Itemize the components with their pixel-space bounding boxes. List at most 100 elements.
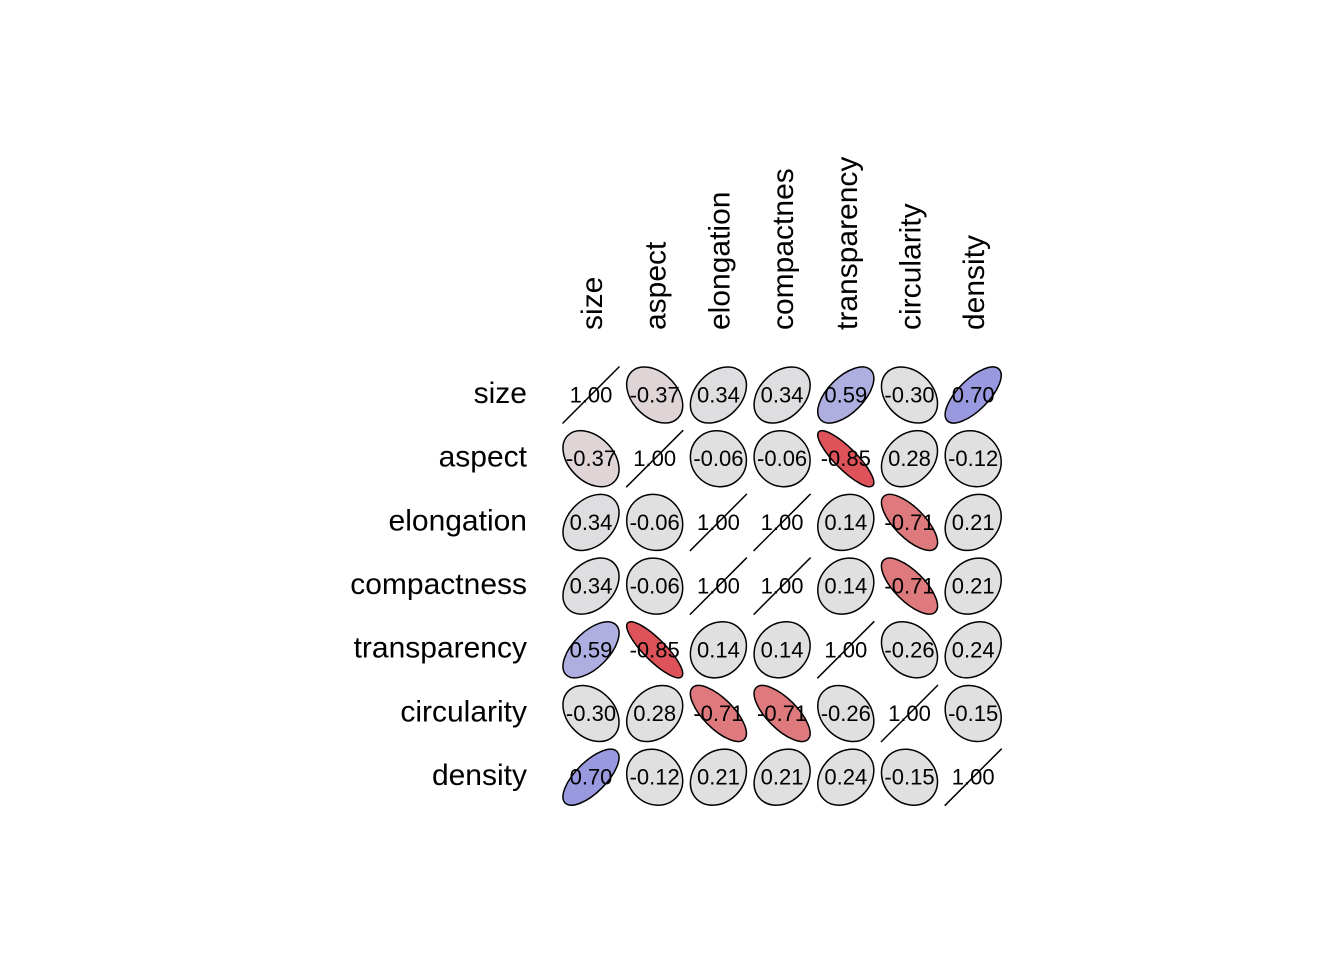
ellipse-mark — [625, 748, 684, 806]
cell-value-label: -0.71 — [693, 701, 743, 726]
ellipse-mark — [944, 557, 1002, 615]
row-label-elongation: elongation — [389, 504, 527, 537]
column-label-density: density — [958, 235, 991, 330]
ellipse-mark — [625, 684, 684, 743]
cell-value-label: 1.00 — [697, 510, 740, 535]
cell-value-label: -0.26 — [821, 701, 871, 726]
cell-value-label: -0.15 — [884, 765, 934, 790]
cell-value-label: 1.00 — [633, 446, 676, 471]
cell-transparency-size: 0.59 — [562, 621, 620, 679]
cell-density-size: 0.70 — [562, 748, 620, 806]
cell-aspect-transparency: -0.85 — [817, 429, 875, 488]
cell-transparency-transparency: 1.00 — [816, 620, 875, 679]
cell-value-label: 0.14 — [824, 510, 867, 535]
cell-value-label: -0.85 — [630, 637, 680, 662]
ellipse-mark — [817, 748, 875, 806]
cell-value-label: -0.85 — [821, 446, 871, 471]
ellipse-mark — [816, 620, 875, 679]
ellipse-mark — [944, 429, 1002, 488]
cell-value-label: 1.00 — [952, 765, 995, 790]
cell-aspect-elongation: -0.06 — [689, 429, 748, 488]
cell-compactness-elongation: 1.00 — [689, 557, 748, 616]
ellipse-mark — [562, 557, 620, 615]
cell-value-label: 1.00 — [761, 510, 804, 535]
ellipse-mark — [753, 684, 811, 743]
cell-aspect-density: -0.12 — [944, 429, 1002, 488]
cell-elongation-aspect: -0.06 — [625, 493, 684, 552]
cell-circularity-compactness: -0.71 — [753, 684, 811, 743]
row-label-density: density — [432, 759, 527, 792]
cell-value-label: 1.00 — [570, 383, 613, 408]
cell-density-circularity: -0.15 — [880, 748, 939, 806]
cell-density-compactness: 0.21 — [753, 748, 811, 806]
row-label-circularity: circularity — [400, 695, 527, 728]
ellipse-mark — [625, 493, 684, 552]
cell-value-label: 0.70 — [570, 765, 613, 790]
cell-elongation-size: 0.34 — [562, 493, 620, 552]
cell-value-label: -0.37 — [566, 446, 616, 471]
ellipse-mark — [753, 493, 812, 552]
cell-value-label: 1.00 — [761, 574, 804, 599]
cell-transparency-density: 0.24 — [944, 621, 1002, 679]
cell-elongation-elongation: 1.00 — [689, 493, 748, 552]
ellipse-mark — [689, 748, 748, 806]
ellipse-mark — [753, 621, 811, 679]
ellipse-mark — [625, 557, 684, 615]
ellipse-mark — [944, 493, 1002, 552]
cell-aspect-size: -0.37 — [562, 429, 620, 488]
cell-density-aspect: -0.12 — [625, 748, 684, 806]
ellipse-mark — [880, 748, 939, 806]
cell-elongation-density: 0.21 — [944, 493, 1002, 552]
ellipse-mark — [689, 366, 748, 424]
cell-circularity-elongation: -0.71 — [689, 684, 748, 743]
cell-value-label: 0.28 — [888, 446, 931, 471]
row-label-compactness: compactness — [350, 568, 527, 601]
column-label-size: size — [576, 277, 609, 330]
cell-value-label: -0.06 — [630, 574, 680, 599]
cell-value-label: 1.00 — [697, 574, 740, 599]
cell-value-label: -0.06 — [693, 446, 743, 471]
ellipse-mark — [880, 429, 939, 488]
cell-value-label: 0.59 — [824, 383, 867, 408]
ellipse-mark — [944, 684, 1002, 743]
cell-size-transparency: 0.59 — [817, 366, 875, 424]
ellipse-mark — [880, 684, 939, 743]
cell-value-label: 1.00 — [888, 701, 931, 726]
cell-value-label: -0.15 — [948, 701, 998, 726]
column-label-elongation: elongation — [703, 192, 736, 330]
ellipse-mark — [753, 429, 811, 488]
ellipse-mark — [817, 429, 875, 488]
ellipse-mark — [944, 621, 1002, 679]
cell-value-label: 0.21 — [697, 765, 740, 790]
row-label-transparency: transparency — [354, 632, 527, 665]
cell-transparency-circularity: -0.26 — [880, 621, 939, 679]
cell-value-label: 0.70 — [952, 383, 995, 408]
cell-value-label: 0.28 — [633, 701, 676, 726]
cell-size-elongation: 0.34 — [689, 366, 748, 424]
cell-value-label: 0.24 — [824, 765, 867, 790]
ellipse-mark — [625, 621, 684, 679]
cell-value-label: -0.26 — [884, 637, 934, 662]
ellipse-mark — [562, 684, 620, 743]
ellipse-mark — [689, 429, 748, 488]
cell-density-elongation: 0.21 — [689, 748, 748, 806]
ellipse-mark — [689, 493, 748, 552]
cell-value-label: 0.14 — [761, 637, 804, 662]
cell-size-compactness: 0.34 — [753, 366, 811, 424]
cell-elongation-compactness: 1.00 — [753, 493, 812, 552]
cell-compactness-circularity: -0.71 — [880, 557, 939, 615]
cell-size-size: 1.00 — [561, 365, 621, 425]
ellipse-mark — [689, 621, 748, 679]
cell-circularity-size: -0.30 — [562, 684, 620, 743]
ellipse-mark — [689, 684, 748, 743]
cell-transparency-aspect: -0.85 — [625, 621, 684, 679]
ellipse-mark — [944, 366, 1002, 424]
row-label-aspect: aspect — [439, 441, 528, 474]
ellipse-mark — [817, 684, 875, 743]
ellipse-mark — [753, 557, 812, 616]
row-labels: sizeaspectelongationcompactnesstranspare… — [350, 377, 527, 792]
cell-value-label: 0.34 — [570, 510, 613, 535]
cell-density-density: 1.00 — [944, 748, 1003, 807]
